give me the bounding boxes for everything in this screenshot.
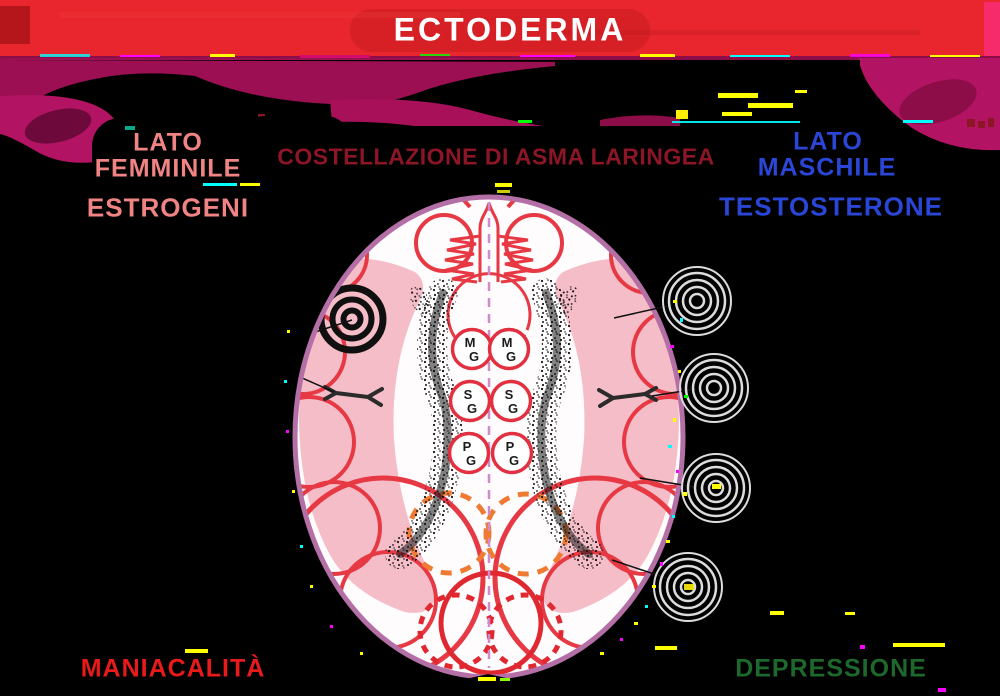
svg-text:M: M [465,335,476,350]
mania-label: MANIACALITÀ [80,654,266,683]
right-bullseye-target-icon-3 [681,453,751,523]
relay-mg-right: M G [487,327,531,371]
relay-sg-left: S G [448,379,492,423]
svg-text:M: M [502,335,513,350]
right-hormone-label: TESTOSTERONE [719,191,943,222]
bottom-glitch-bites [280,640,700,696]
depression-label: DEPRESSIONE [735,654,927,683]
constellation-title: COSTELLAZIONE DI ASMA LARINGEA [277,143,715,170]
svg-text:P: P [506,439,515,454]
svg-text:G: G [467,401,477,416]
brain-diagram: M G M G S G S G [280,194,700,696]
svg-text:G: G [508,401,518,416]
svg-text:G: G [509,453,519,468]
relay-circles: M G M G S G S G [447,327,534,475]
svg-text:S: S [464,387,473,402]
cerebellum-circles [417,570,564,676]
label-tabs [0,60,912,192]
banner-title: ECTODERMA [393,11,627,48]
ventricle-stipple [385,278,604,569]
left-side-label-line1: LATO [133,128,203,157]
svg-text:G: G [506,349,516,364]
left-side-label-line2: FEMMINILE [94,154,242,183]
relay-pg-left: P G [447,431,491,475]
svg-text:G: G [469,349,479,364]
relay-mg-left: M G [450,327,494,371]
top-banner [0,0,1000,56]
svg-text:G: G [466,453,476,468]
left-hormone-label: ESTROGENI [86,192,250,223]
y-fork-marker-right [597,386,658,408]
right-side-label-line2: MASCHILE [757,153,897,182]
svg-text:S: S [505,387,514,402]
right-bullseye-target-icon-2 [679,353,749,423]
svg-text:P: P [463,439,472,454]
relay-pg-right: P G [490,431,534,475]
glitch-specks [125,90,946,692]
right-side-label-line1: LATO [793,127,863,156]
relay-sg-right: S G [489,379,533,423]
